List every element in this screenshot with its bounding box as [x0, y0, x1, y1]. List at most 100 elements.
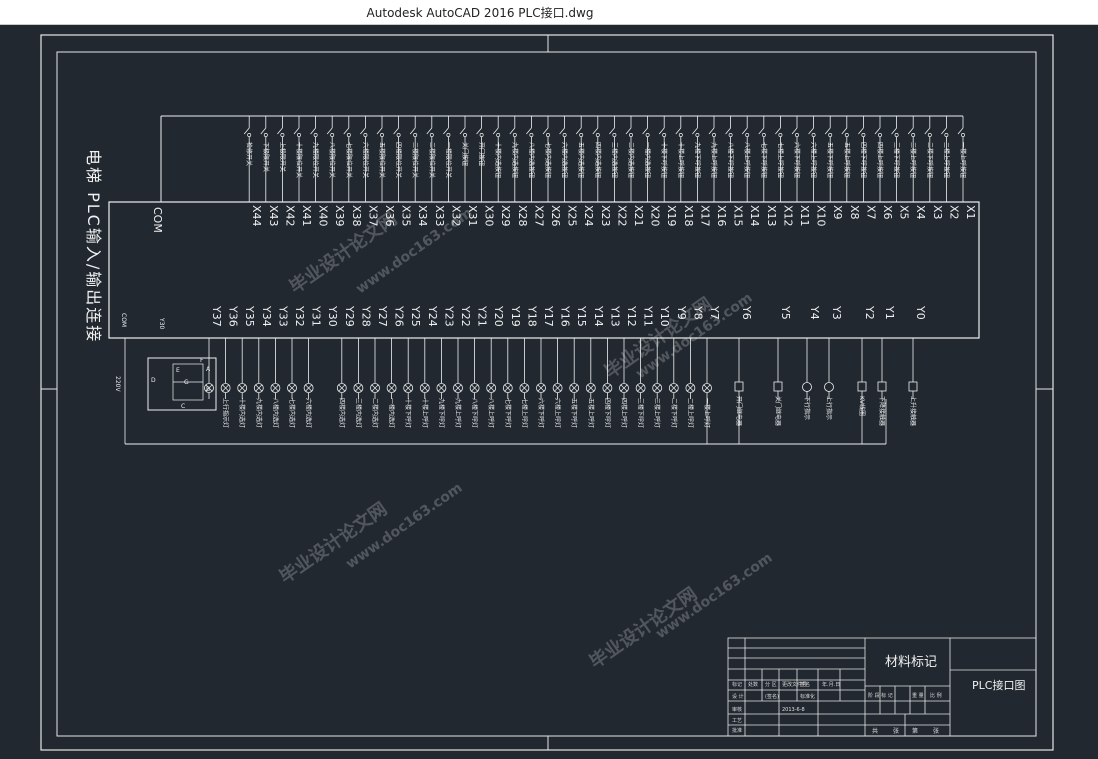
output-lamp-cross	[238, 384, 246, 392]
output-lamp-cross	[388, 384, 396, 392]
output-terminal-label: Y21	[476, 305, 489, 327]
output-lamp-cross	[255, 384, 263, 392]
output-lamp	[552, 383, 563, 393]
input-terminal-label: X32	[449, 205, 462, 227]
output-terminal-label: Y1	[883, 305, 896, 320]
input-switch-terminal	[330, 133, 335, 137]
input-device-label: 关门按钮	[461, 142, 469, 166]
input-switch-contact	[874, 127, 881, 135]
output-lamp	[204, 383, 214, 393]
input-switch-terminal	[247, 133, 252, 137]
input-switch-terminal	[961, 133, 965, 137]
output-device-label: 二楼下呼灯	[670, 398, 678, 428]
y30-label: Y30	[158, 317, 165, 329]
input-terminal-label: X1	[964, 205, 977, 220]
output-lamp-cross	[670, 384, 678, 392]
output-terminal-label: Y34	[260, 305, 273, 327]
supply-label: 220V	[114, 376, 121, 392]
input-device-label: 四楼下呼按钮	[859, 142, 867, 178]
input-switch-terminal	[479, 133, 484, 137]
output-device-label: 八楼下呼灯	[471, 398, 479, 428]
output-device-label: 八楼上呼灯	[487, 398, 495, 428]
output-terminal-label: Y30	[326, 305, 339, 327]
input-switch-terminal	[562, 133, 567, 137]
input-device-label: 十楼限位开关	[295, 142, 303, 178]
cad-drawing[interactable]: 电梯 PLC输入/输出连接 COM COM Y30 220V 标记	[0, 24, 1098, 755]
watermark-group: 毕业设计论文网 www.doc163.com 毕业设计论文网 www.doc16…	[275, 205, 775, 673]
input-device-label: 七楼下呼按钮	[760, 142, 768, 178]
output-lamp	[419, 383, 430, 393]
drawing-canvas[interactable]: 电梯 PLC输入/输出连接 COM COM Y30 220V 标记	[0, 24, 1098, 755]
input-terminal-label: X23	[599, 205, 612, 227]
input-device-label: 六楼内选按钮	[561, 142, 569, 178]
output-coil	[857, 381, 867, 392]
output-device-label: 六楼下呼灯	[537, 398, 545, 428]
output-lamp-cross	[537, 384, 545, 392]
watermark-cn-4: 毕业设计论文网	[585, 583, 701, 673]
output-lamp-cross	[421, 384, 429, 392]
input-device-label: 二楼内选按钮	[627, 142, 635, 178]
input-device-label: 五楼内选按钮	[577, 142, 585, 178]
input-terminal-label: X12	[781, 205, 794, 227]
output-lamp	[802, 382, 812, 392]
output-terminal-label: Y6	[740, 305, 753, 320]
output-lamp	[303, 383, 314, 393]
output-device-label: 五楼下呼灯	[570, 398, 578, 428]
output-device-label: 六楼内选灯	[305, 398, 313, 428]
input-switch-terminal	[313, 133, 318, 137]
output-device-label: 上行指示	[825, 396, 833, 420]
input-device-label: 八楼上呼按钮	[743, 142, 751, 178]
input-switch-contact	[243, 127, 250, 135]
title-material: 材料标记	[885, 655, 937, 670]
input-switch-contact	[609, 127, 615, 135]
output-lamp	[502, 383, 513, 393]
output-lamp	[685, 383, 696, 393]
output-terminal-label: Y11	[642, 305, 655, 327]
input-switch-terminal	[745, 133, 750, 137]
output-device-label: 四楼下呼灯	[603, 398, 611, 428]
input-switch-terminal	[546, 133, 550, 137]
output-lamp	[668, 383, 679, 393]
input-terminal-label: X27	[532, 205, 545, 227]
input-switch-contact	[310, 127, 316, 135]
input-device-label: 三楼下呼按钮	[893, 142, 901, 178]
input-terminal-label: X18	[682, 205, 695, 227]
input-terminal-label: X28	[516, 205, 529, 227]
input-switch-contact	[559, 127, 565, 135]
input-switch-contact	[957, 127, 964, 135]
output-terminal-label: Y36	[227, 305, 240, 327]
output-device-label: 八楼内选灯	[271, 398, 279, 428]
output-coil	[908, 381, 918, 392]
svg-text:工艺: 工艺	[732, 718, 742, 724]
output-lamp-cross	[653, 384, 661, 392]
input-terminal-label: X4	[914, 205, 927, 220]
seven-segment-display	[147, 357, 217, 411]
display-segment-label: D	[151, 377, 156, 384]
input-device-label: 三楼内选按钮	[610, 142, 618, 178]
output-lamp-cross	[205, 384, 213, 392]
input-device-label: 六楼下呼按钮	[793, 142, 801, 178]
output-terminal-label: Y19	[509, 305, 522, 327]
input-switch-contact	[775, 127, 781, 135]
output-device-label: 九楼内选灯	[255, 398, 263, 428]
input-terminal-label: X24	[582, 205, 595, 227]
input-switch-terminal	[463, 133, 467, 137]
input-terminal-label: X9	[831, 205, 844, 220]
window-title: Autodesk AutoCAD 2016 PLC接口.dwg	[366, 6, 594, 20]
input-switch-contact	[725, 127, 731, 135]
input-switch-terminal	[529, 133, 534, 137]
input-switch-contact	[625, 127, 632, 135]
input-switch-contact	[509, 127, 516, 135]
output-device-label: 十楼下呼灯	[404, 398, 412, 428]
output-device-label: 三楼内选灯	[354, 398, 362, 428]
input-device-label: 十楼下呼按钮	[660, 142, 668, 178]
input-switch-terminal	[380, 133, 384, 137]
output-terminal-label: Y27	[376, 305, 389, 327]
output-terminal-label: Y22	[459, 305, 472, 327]
output-lamp	[469, 383, 480, 393]
input-terminal-label: X19	[665, 205, 678, 227]
input-switch-contact	[277, 127, 283, 135]
input-switch-terminal	[413, 133, 418, 137]
input-switch-contact	[575, 127, 582, 135]
output-device-label: 下降接触器	[878, 396, 886, 426]
